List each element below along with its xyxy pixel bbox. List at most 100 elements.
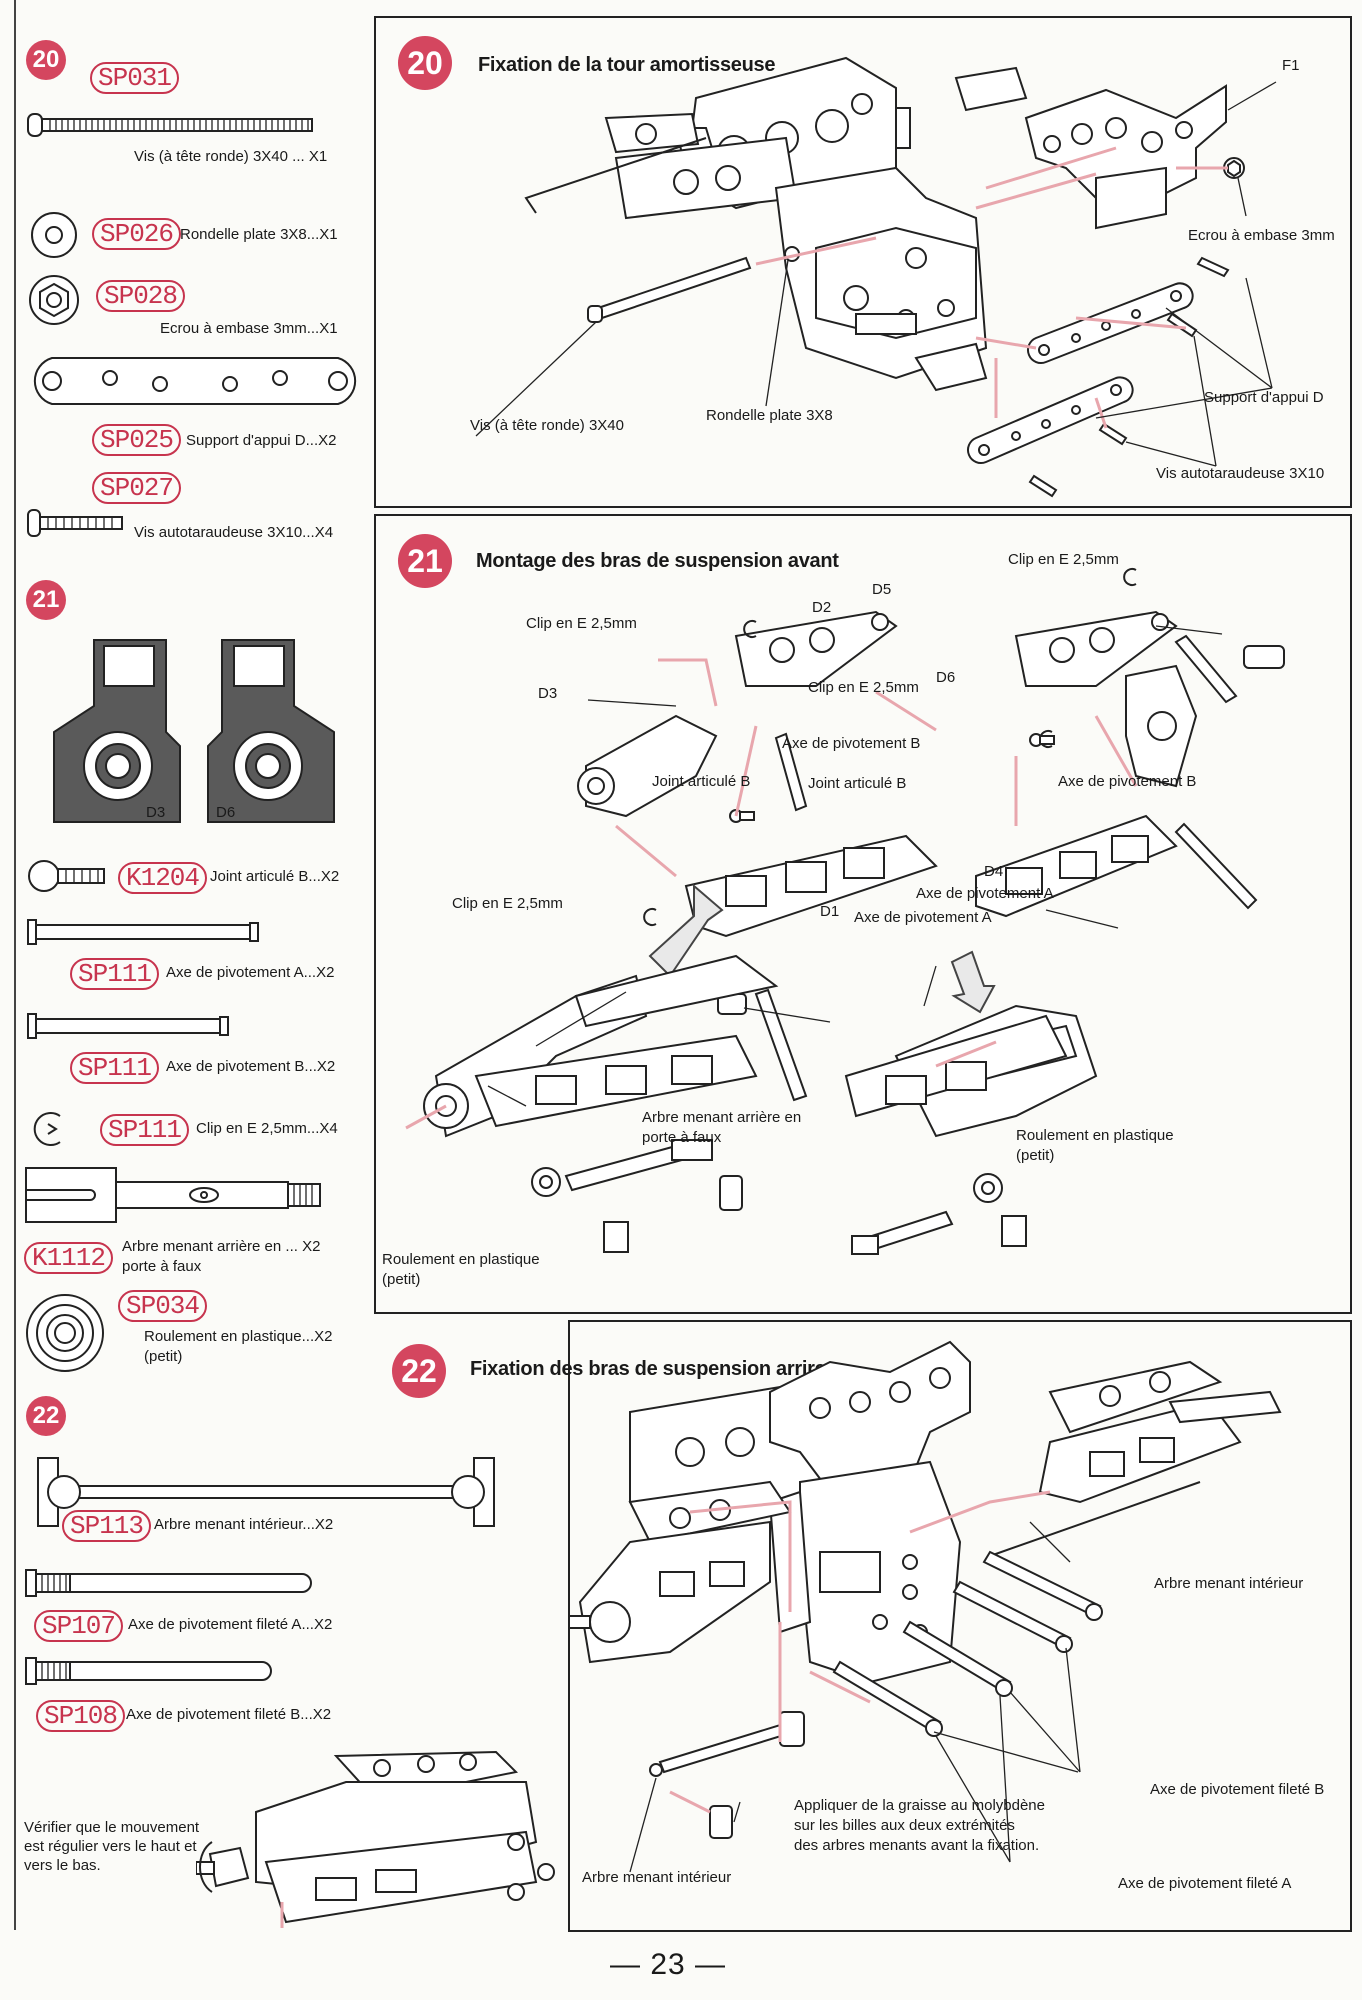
callout-roulement-right-line2: (petit) <box>1016 1147 1055 1164</box>
part-label-sp111-clip: Clip en E 2,5mm...X4 <box>196 1120 338 1137</box>
part-code-sp026: SP026 <box>92 218 182 250</box>
callout-f1: F1 <box>1282 57 1300 74</box>
panel-20-badge: 20 <box>398 36 452 90</box>
part-code-sp108: SP108 <box>36 1700 126 1732</box>
callout-clip-bottom-left: Clip en E 2,5mm <box>452 895 563 912</box>
page-number: — 23 — <box>610 1948 727 1981</box>
inner-drive-shaft-icon <box>37 1457 495 1527</box>
movement-check-note: Vérifier que le mouvement est régulier v… <box>24 1819 200 1874</box>
callout-arbre-line1: Arbre menant arrière en <box>642 1109 802 1126</box>
part-code-sp111-a: SP111 <box>70 958 160 990</box>
threaded-pivot-a-icon <box>25 1569 312 1597</box>
ball-joint-icon <box>28 860 105 892</box>
part-label-sp111-b: Axe de pivotement B...X2 <box>166 1058 336 1075</box>
callout-grease-line1: Appliquer de la graisse au molybdène <box>794 1797 1045 1814</box>
callout-roulement-right-line1: Roulement en plastique <box>1016 1127 1174 1144</box>
upright-label-d6: D6 <box>216 804 236 821</box>
callout-grease-line2: sur les billes aux deux extrémités <box>794 1817 1015 1834</box>
part-label-sp031: Vis (à tête ronde) 3X40 ... X1 <box>134 148 328 165</box>
callout-arbre-left: Arbre menant intérieur <box>582 1869 732 1886</box>
callout-vis-3x40: Vis (à tête ronde) 3X40 <box>470 417 624 434</box>
callout-axe-b-center: Axe de pivotement B <box>782 735 921 752</box>
uprights-d3-d6-icon <box>53 639 335 823</box>
part-code-sp111-clip: SP111 <box>100 1114 190 1146</box>
callout-support-d: Support d'appui D <box>1204 389 1324 406</box>
part-label-sp025: Support d'appui D...X2 <box>186 432 337 449</box>
part-code-sp027: SP027 <box>92 472 182 504</box>
callout-axe-b-right: Axe de pivotement B <box>1058 773 1197 790</box>
part-label-sp108: Axe de pivotement fileté B...X2 <box>126 1706 332 1723</box>
callout-clip-middle: Clip en E 2,5mm <box>808 679 919 696</box>
part-code-sp028: SP028 <box>96 280 186 312</box>
callout-arbre-line2: porte à faux <box>642 1129 722 1146</box>
callout-axe-filete-a: Axe de pivotement fileté A <box>1118 1875 1292 1892</box>
callout-d6: D6 <box>936 669 956 686</box>
callout-d5: D5 <box>872 581 892 598</box>
pivot-shaft-a-icon <box>27 919 259 945</box>
part-code-sp031: SP031 <box>90 62 180 94</box>
callout-d2: D2 <box>812 599 832 616</box>
part-label-sp027: Vis autotaraudeuse 3X10...X4 <box>134 524 334 541</box>
flange-nut-icon <box>29 275 79 325</box>
panel-step-22: 22 Fixation des bras de suspension arrir… <box>392 1320 1352 1932</box>
pivot-shaft-b-icon <box>27 1013 229 1039</box>
screw-3x40-icon <box>27 113 313 137</box>
callout-clip-top-left: Clip en E 2,5mm <box>526 615 637 632</box>
part-code-sp111-b: SP111 <box>70 1052 160 1084</box>
part-label-k1112: Arbre menant arrière en ... X2 <box>122 1238 321 1255</box>
swing-shaft-icon <box>25 1167 321 1223</box>
self-tapping-screw-icon <box>27 509 123 537</box>
part-code-sp034: SP034 <box>118 1290 208 1322</box>
callout-joint-left: Joint articulé B <box>652 773 751 790</box>
plastic-bearing-icon <box>26 1294 104 1372</box>
callout-vis-3x10: Vis autotaraudeuse 3X10 <box>1156 465 1325 482</box>
part-code-sp107: SP107 <box>34 1610 124 1642</box>
part-label-sp111-a: Axe de pivotement A...X2 <box>166 964 335 981</box>
panel-21-title: Montage des bras de suspension avant <box>476 550 839 572</box>
panel-20-title: Fixation de la tour amortisseuse <box>478 54 776 76</box>
part-label-k1112-line2: porte à faux <box>122 1258 202 1275</box>
callout-axe-a-left: Axe de pivotement A <box>854 909 992 926</box>
threaded-pivot-b-icon <box>25 1657 272 1685</box>
suspension-check-illustration <box>196 1750 555 1928</box>
panel-22-title: Fixation des bras de suspension arrire <box>470 1358 826 1380</box>
part-label-sp026: Rondelle plate 3X8...X1 <box>180 226 338 243</box>
part-code-sp025: SP025 <box>92 424 182 456</box>
step-22-badge: 22 <box>26 1396 66 1436</box>
callout-grease-line3: des arbres menants avant la fixation. <box>794 1837 1040 1854</box>
callout-joint-right: Joint articulé B <box>808 775 907 792</box>
panel-step-21: 21 Montage des bras de suspension avant <box>374 514 1352 1314</box>
part-label-sp113: Arbre menant intérieur...X2 <box>154 1516 334 1533</box>
callout-arbre-right: Arbre menant intérieur <box>1154 1575 1304 1592</box>
part-label-sp107: Axe de pivotement fileté A...X2 <box>128 1616 333 1633</box>
callout-ecrou: Ecrou à embase 3mm <box>1188 227 1335 244</box>
bearing-support-d-icon <box>33 357 357 405</box>
callout-d3: D3 <box>538 685 558 702</box>
callout-roulement-left-line2: (petit) <box>382 1271 421 1288</box>
part-label-sp028: Ecrou à embase 3mm...X1 <box>160 320 338 337</box>
panel-21-badge: 21 <box>398 534 452 588</box>
callout-clip-top-right: Clip en E 2,5mm <box>1008 551 1119 568</box>
part-code-k1112: K1112 <box>24 1242 114 1274</box>
callout-rondelle: Rondelle plate 3X8 <box>706 407 833 424</box>
panel-step-20: 20 Fixation de la tour amortisseuse <box>374 16 1352 508</box>
part-label-sp034: Roulement en plastique...X2 <box>144 1328 333 1345</box>
callout-d4: D4 <box>984 863 1004 880</box>
part-label-sp034-line2: (petit) <box>144 1348 183 1365</box>
part-label-k1204: Joint articulé B...X2 <box>210 868 340 885</box>
callout-axe-filete-b: Axe de pivotement fileté B <box>1150 1781 1325 1798</box>
e-clip-icon <box>33 1112 61 1146</box>
panel-22-badge: 22 <box>392 1344 446 1398</box>
callout-d1: D1 <box>820 903 840 920</box>
step-20-badge: 20 <box>26 40 66 80</box>
panel-22-illustration <box>570 1340 1282 1873</box>
sidebar-rule <box>14 0 16 1930</box>
panel-20-illustration <box>475 56 1277 498</box>
part-code-k1204: K1204 <box>118 862 208 894</box>
panel-21-illustration <box>405 568 1285 1255</box>
washer-icon <box>31 212 77 258</box>
upright-label-d3: D3 <box>146 804 166 821</box>
step-21-badge: 21 <box>26 580 66 620</box>
callout-roulement-left-line1: Roulement en plastique <box>382 1251 540 1268</box>
callout-axe-a-right: Axe de pivotement A <box>916 885 1054 902</box>
